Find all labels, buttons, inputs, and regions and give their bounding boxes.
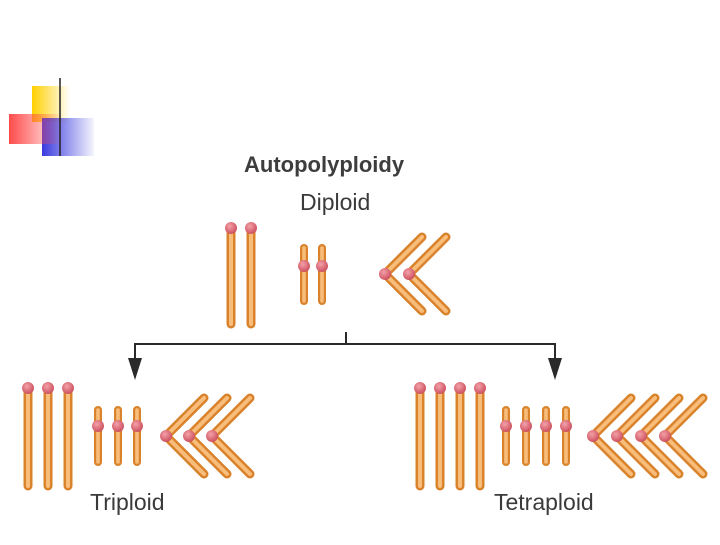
- triploid-v-chromosome: [183, 393, 232, 479]
- tetraploid-short-chromosome: [520, 406, 532, 466]
- diploid-label: Diploid: [300, 189, 371, 215]
- tetraploid-short-chromosome: [500, 406, 512, 466]
- tetraploid-v-chromosome: [659, 393, 708, 479]
- triploid-short-chromosome: [131, 406, 143, 466]
- chromosome-sets: [22, 222, 708, 491]
- arrow-to-triploid: [128, 358, 142, 380]
- tetraploid-v-chromosome: [635, 393, 684, 479]
- triploid-label: Triploid: [90, 489, 165, 515]
- tetraploid-short-chromosome: [540, 406, 552, 466]
- tetraploid-label: Tetraploid: [494, 489, 594, 515]
- diploid-long-chromosome: [225, 222, 237, 329]
- triploid-v-chromosome: [206, 393, 255, 479]
- slide-accent-decoration: [9, 78, 690, 156]
- diagram-title: Autopolyploidy: [244, 152, 405, 177]
- tetraploid-v-chromosome: [611, 393, 660, 479]
- tetraploid-long-chromosome: [454, 382, 466, 491]
- triploid-short-chromosome: [92, 406, 104, 466]
- arrow-to-tetraploid: [548, 358, 562, 380]
- triploid-long-chromosome: [42, 382, 54, 491]
- tetraploid-long-chromosome: [414, 382, 426, 491]
- tetraploid-long-chromosome: [474, 382, 486, 491]
- diploid-short-chromosome: [298, 244, 310, 305]
- tetraploid-long-chromosome: [434, 382, 446, 491]
- triploid-v-chromosome: [160, 393, 209, 479]
- diploid-long-chromosome: [245, 222, 257, 329]
- tetraploid-short-chromosome: [560, 406, 572, 466]
- triploid-long-chromosome: [22, 382, 34, 491]
- tetraploid-v-chromosome: [587, 393, 636, 479]
- branch-arrows: [128, 332, 562, 380]
- diploid-v-chromosome: [403, 232, 451, 316]
- triploid-short-chromosome: [112, 406, 124, 466]
- diploid-v-chromosome: [379, 232, 427, 316]
- diploid-short-chromosome: [316, 244, 328, 305]
- triploid-long-chromosome: [62, 382, 74, 491]
